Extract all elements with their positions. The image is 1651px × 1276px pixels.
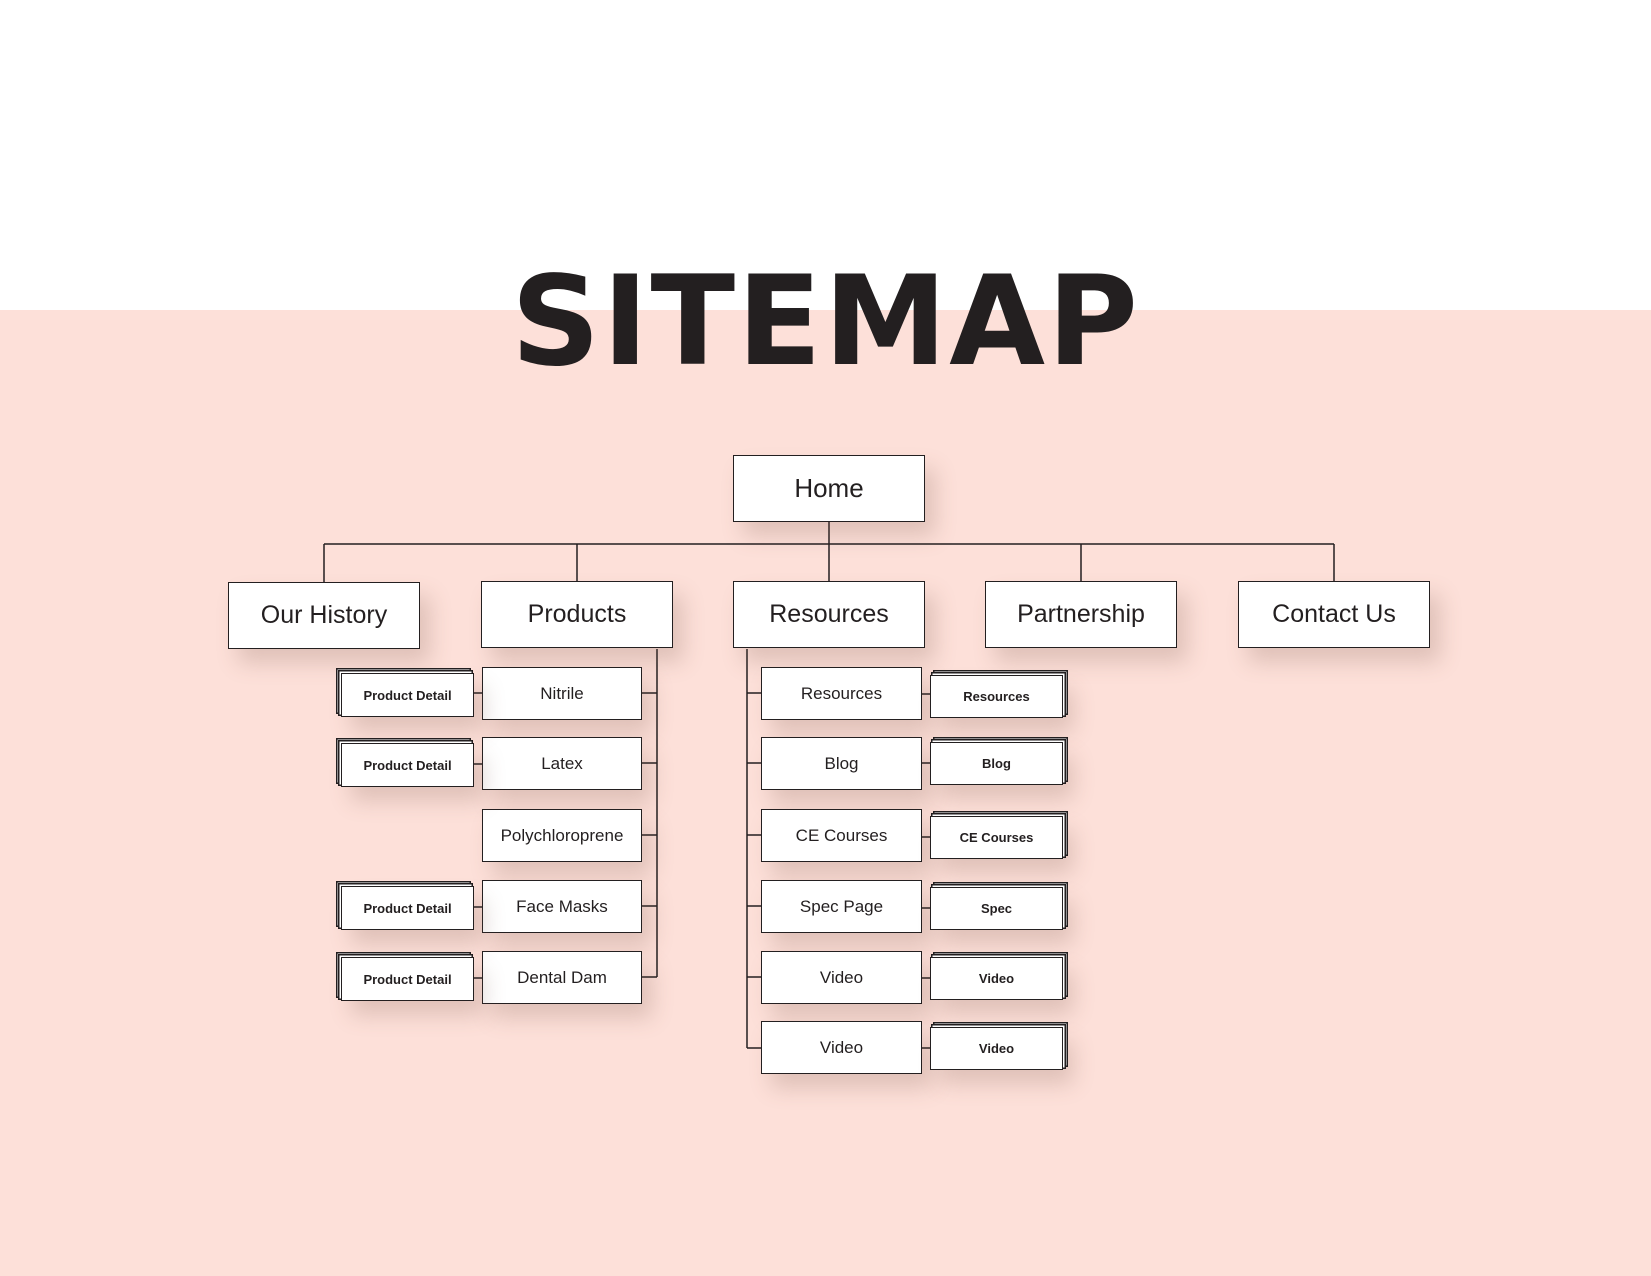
node-nitrile: Nitrile — [482, 667, 642, 720]
node-home: Home — [733, 455, 925, 522]
node-sub-video-1: Video — [930, 957, 1063, 1000]
top-band — [0, 0, 1651, 310]
node-partnership: Partnership — [985, 581, 1177, 648]
node-sub-blog: Blog — [930, 742, 1063, 785]
node-sub-spec: Spec — [930, 887, 1063, 930]
page-title: SITEMAP — [511, 250, 1140, 394]
node-product-detail-nitrile: Product Detail — [341, 673, 474, 717]
node-product-detail-face-masks: Product Detail — [341, 886, 474, 930]
node-resources: Resources — [733, 581, 925, 648]
node-polychloroprene: Polychloroprene — [482, 809, 642, 862]
node-sub-ce-courses: CE Courses — [930, 816, 1063, 859]
node-latex: Latex — [482, 737, 642, 790]
node-product-detail-latex: Product Detail — [341, 743, 474, 787]
node-resources-child: Resources — [761, 667, 922, 720]
node-sub-video-2: Video — [930, 1027, 1063, 1070]
connector-group — [323, 522, 1335, 1049]
node-sub-resources: Resources — [930, 675, 1063, 718]
node-face-masks: Face Masks — [482, 880, 642, 933]
node-spec-page: Spec Page — [761, 880, 922, 933]
node-ce-courses: CE Courses — [761, 809, 922, 862]
node-our-history: Our History — [228, 582, 420, 649]
node-contact-us: Contact Us — [1238, 581, 1430, 648]
node-video-1: Video — [761, 951, 922, 1004]
node-blog: Blog — [761, 737, 922, 790]
node-product-detail-dental-dam: Product Detail — [341, 957, 474, 1001]
node-dental-dam: Dental Dam — [482, 951, 642, 1004]
node-video-2: Video — [761, 1021, 922, 1074]
node-products: Products — [481, 581, 673, 648]
